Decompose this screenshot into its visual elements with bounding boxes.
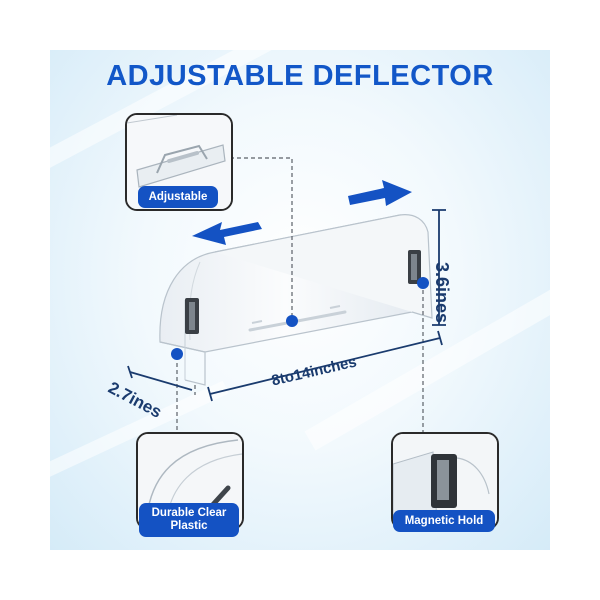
label-magnetic: Magnetic Hold (393, 510, 495, 532)
label-clear-plastic: Durable Clear Plastic (139, 503, 239, 537)
page-title: ADJUSTABLE DEFLECTOR (106, 60, 494, 92)
dimension-height: 3.6ines (432, 262, 452, 324)
marker-dot-adjustable (286, 315, 298, 327)
label-clear-plastic-line1: Durable Clear (151, 507, 227, 519)
deflector-body (159, 214, 433, 386)
leader-lines (176, 157, 424, 437)
dimension-lines (127, 209, 446, 402)
arrow-right-icon (348, 180, 412, 206)
label-clear-plastic-line2: Plastic (170, 520, 208, 532)
marker-dot-clear (171, 348, 183, 360)
arrow-left-icon (192, 222, 262, 245)
label-adjustable: Adjustable (138, 186, 218, 208)
marker-dot-magnetic (417, 277, 429, 289)
